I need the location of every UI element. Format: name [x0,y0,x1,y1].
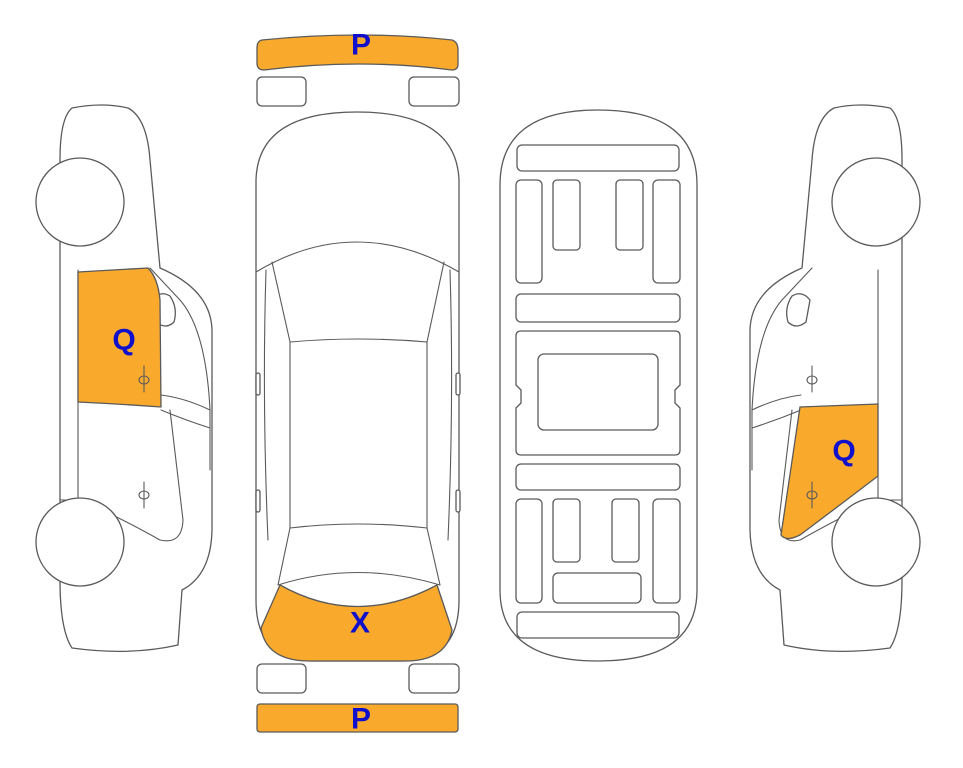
floor-panel-rl-side [515,498,543,604]
right-handle-top [455,489,461,513]
floor-panel-rear [516,611,680,639]
right-rear-door-panel[interactable] [780,403,879,540]
floor-panel-crossbar-2 [515,463,681,491]
top-view-body [255,111,460,662]
floor-panel-rl-seat [552,498,581,563]
rear-bumper-group[interactable]: P [256,703,459,736]
floor-panel-rr-seat [611,498,640,563]
right-mirror [786,293,811,327]
front-bumper-group[interactable]: P [256,29,459,71]
rear-window [277,527,441,586]
right-mirror-top [455,372,461,396]
floor-panel-fr-side [652,179,681,284]
windshield [271,261,445,343]
left-pillar-line [263,269,269,541]
left-front-handle [138,375,150,385]
right-beltline [751,394,802,411]
right-pillar-line [447,269,453,541]
floor-panel-center [537,353,659,431]
front-bumper-label: P [351,29,371,62]
rear-left-light [256,663,307,694]
right-beltline-2 [751,409,802,429]
front-left-light [256,76,307,107]
hood-line [255,241,460,273]
left-rear-handle [138,490,150,500]
rear-right-light [408,663,460,694]
left-handle-top [255,489,261,513]
left-front-door-label: Q [112,324,135,357]
rear-trunk-label: X [350,607,370,640]
front-right-light [408,76,460,107]
left-greenhouse [149,267,211,471]
right-front-handle [806,375,818,385]
rear-bumper-label: P [351,703,371,736]
right-greenhouse [751,267,813,471]
underbody-view [499,109,698,662]
floor-panel-fl-seat [552,179,581,251]
right-rear-door-label: Q [832,435,855,468]
floor-panel-fr-seat [615,179,644,251]
roof [289,341,428,529]
top-view-car [255,111,461,662]
right-front-wheel [831,157,921,247]
rear-bumper-panel[interactable] [256,703,459,733]
left-front-door-panel[interactable] [77,267,162,408]
front-bumper-panel[interactable] [256,34,459,71]
left-rear-wheel [35,497,125,587]
left-door-handles [138,365,150,509]
floor-panel-fl-side [515,179,543,284]
left-beltline-2 [160,409,211,429]
rear-trunk-panel[interactable] [260,584,453,662]
left-mirror-top [255,372,261,396]
left-front-wheel [35,157,125,247]
left-front-door-group[interactable]: Q [77,267,162,408]
floor-panel-crossbar-1 [515,293,681,323]
floor-panel-front [516,144,680,172]
right-rear-handle [806,490,818,500]
left-beltline [160,394,211,411]
right-rear-wheel [831,497,921,587]
right-door-handles [806,365,818,509]
rear-trunk-group[interactable]: X [260,584,453,662]
floor-panel-rr-side [652,498,681,604]
right-rear-door-group[interactable]: Q [780,403,879,540]
floor-panel-rear-center [552,572,642,604]
right-side-car [749,104,921,652]
